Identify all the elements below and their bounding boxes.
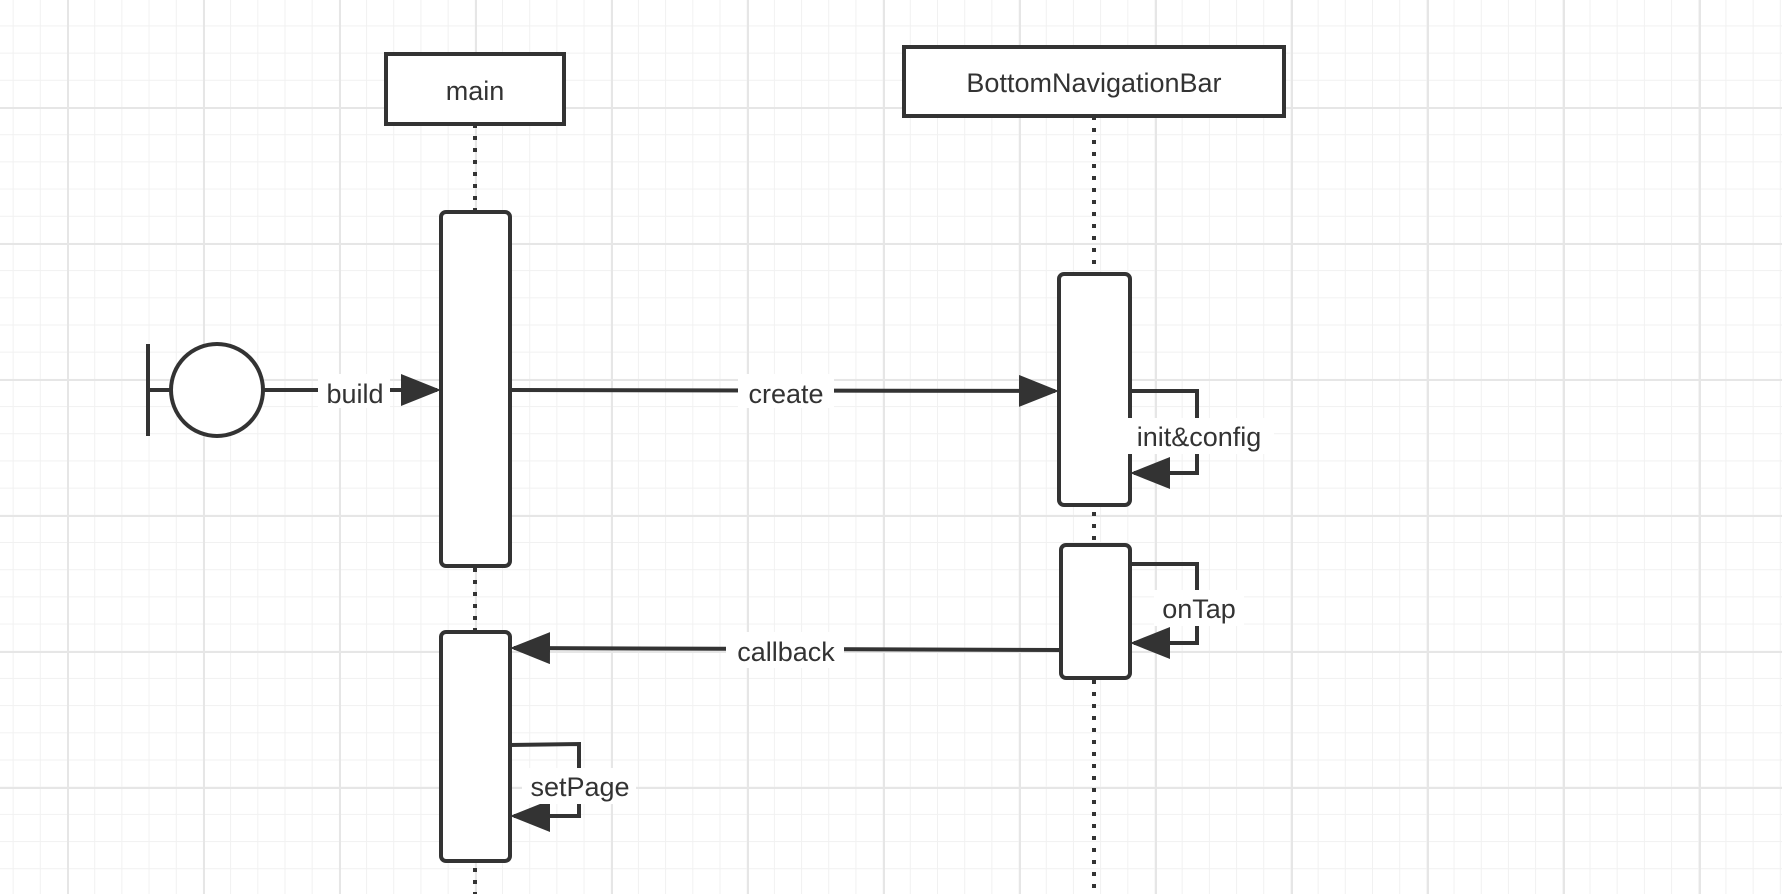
participant-main-label: main bbox=[446, 76, 505, 106]
message-init-config-label: init&config bbox=[1137, 422, 1262, 452]
message-init-config[interactable]: init&config bbox=[1124, 389, 1274, 489]
message-build[interactable]: build bbox=[263, 374, 441, 409]
message-set-page[interactable]: setPage bbox=[509, 741, 636, 832]
message-on-tap[interactable]: onTap bbox=[1130, 562, 1244, 659]
navbar-activation-1[interactable] bbox=[1057, 272, 1132, 507]
participant-main[interactable]: main bbox=[384, 52, 566, 126]
message-create[interactable]: create bbox=[511, 374, 1059, 409]
message-create-label: create bbox=[748, 379, 823, 409]
boundary-actor[interactable] bbox=[146, 342, 265, 438]
message-callback-label: callback bbox=[737, 637, 835, 667]
participant-navbar-label: BottomNavigationBar bbox=[966, 68, 1221, 98]
message-set-page-label: setPage bbox=[530, 772, 629, 802]
main-activation-1[interactable] bbox=[439, 210, 512, 568]
message-on-tap-label: onTap bbox=[1162, 594, 1236, 624]
navbar-activation-2[interactable] bbox=[1059, 543, 1132, 680]
message-build-label: build bbox=[326, 379, 383, 409]
main-activation-2[interactable] bbox=[439, 630, 512, 863]
participant-bottom-navigation-bar[interactable]: BottomNavigationBar bbox=[902, 45, 1286, 118]
message-callback[interactable]: callback bbox=[510, 632, 1062, 668]
